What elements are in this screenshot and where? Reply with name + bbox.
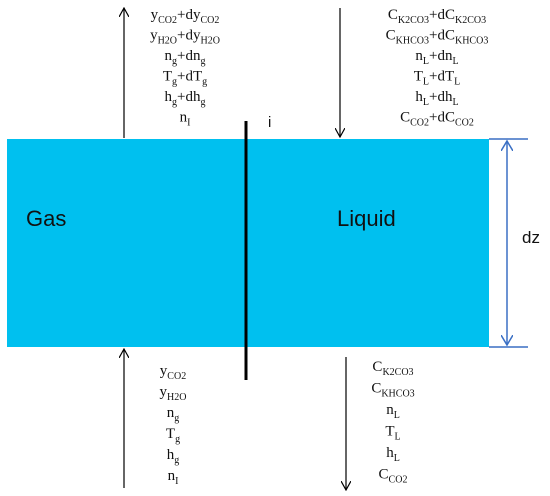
gas-top-variable-line: Tg+dTg [163,69,207,88]
gas-top-variable-line: nI [180,110,191,129]
liquid-top-variable-line: nL+dnL [415,48,458,67]
gas-top-variable-line: hg+dhg [165,89,206,108]
gas-bottom-variable-line: Tg [166,426,180,445]
control-volume-slab [7,139,489,347]
gas-bottom-variable-line: yCO2 [160,363,186,382]
gas-top-variable-line: yH2O+dyH2O [150,28,220,47]
liquid-top-variable-line: hL+dhL [415,89,458,108]
gas-bottom-variable-line: nI [168,468,179,487]
gas-label: Gas [26,206,66,231]
interface-label: i [268,114,271,131]
liquid-bottom-variable-line: CKHCO3 [371,381,414,400]
liquid-top-variable-line: TL+dTL [414,69,461,88]
liquid-bottom-variable-line: CCO2 [379,467,408,486]
liquid-bottom-variable-line: CK2CO3 [372,359,413,378]
liquid-bottom-variable-line: hL [386,445,400,464]
gas-bottom-variable-line: yH2O [160,384,187,403]
liquid-bottom-variable-line: TL [385,424,400,443]
gas-bottom-variable-line: hg [167,447,180,466]
height-label: dz [522,228,540,247]
liquid-bottom-variable-line: nL [386,402,400,421]
gas-top-variable-line: yCO2+dyCO2 [151,7,220,26]
liquid-label: Liquid [337,206,396,231]
gas-bottom-variable-line: ng [167,405,180,424]
liquid-top-variable-line: CK2CO3+dCK2CO3 [388,7,486,26]
liquid-top-variable-line: CCO2+dCCO2 [400,110,474,129]
liquid-top-variable-line: CKHCO3+dCKHCO3 [386,28,489,47]
gas-top-variable-line: ng+dng [165,48,206,67]
